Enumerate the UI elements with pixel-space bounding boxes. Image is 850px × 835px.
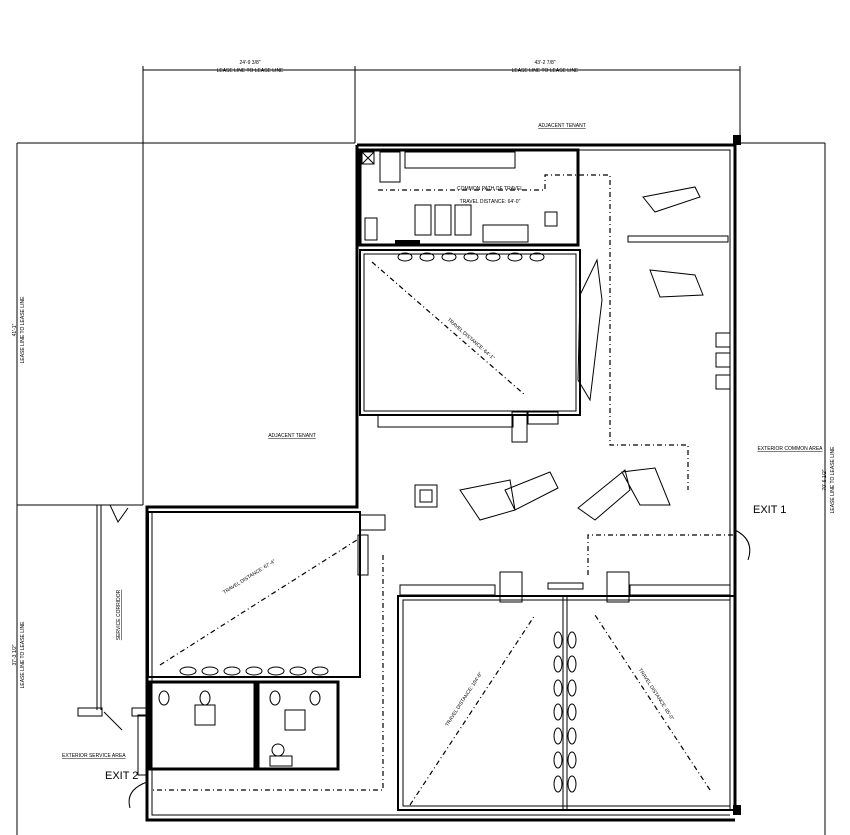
dim-top-right: 43'-2 7/8" <box>534 60 555 66</box>
display-fixtures <box>414 186 731 521</box>
dim-top-right-note: LEASE LINE TO LEASE LINE <box>512 68 579 74</box>
dim-right-note: LEASE LINE TO LEASE LINE <box>830 446 836 513</box>
exit-1-door <box>734 529 751 561</box>
exit-2-label: EXIT 2 <box>105 770 138 782</box>
chair <box>245 666 263 676</box>
dim-left-upper-note: LEASE LINE TO LEASE LINE <box>20 296 26 363</box>
chair <box>463 252 479 262</box>
travel-distance-office: TRAVEL DISTANCE: 64'-0" <box>460 199 521 205</box>
travel-paths <box>150 174 735 806</box>
chair <box>397 252 413 262</box>
chair <box>507 252 523 262</box>
chair <box>567 727 577 745</box>
lower-left-room <box>147 511 386 678</box>
travel-distance-left: TRAVEL DISTANCE: 67'-4" <box>222 558 277 595</box>
chair <box>567 679 577 697</box>
travel-distance-bottom-left: TRAVEL DISTANCE: 104'-8" <box>444 671 484 728</box>
chair <box>553 751 563 769</box>
dim-left-upper: 41'-1" <box>12 323 18 336</box>
chair <box>485 252 501 262</box>
chair <box>553 679 563 697</box>
chair <box>553 655 563 673</box>
chair <box>553 703 563 721</box>
area-adjacent-top: ADJACENT TENANT <box>538 123 586 129</box>
chair <box>441 252 457 262</box>
dim-right: 70'-6 1/2" <box>822 469 828 490</box>
building-walls <box>77 135 741 822</box>
chair <box>289 666 307 676</box>
chair <box>267 666 285 676</box>
chair <box>567 703 577 721</box>
chair <box>553 775 563 793</box>
chair <box>223 666 241 676</box>
area-exterior-common: EXTERIOR COMMON AREA <box>757 446 823 452</box>
chair <box>201 666 219 676</box>
travel-distance-bottom-right: TRAVEL DISTANCE: 85'-0" <box>637 667 675 721</box>
chair <box>567 631 577 649</box>
chair <box>553 727 563 745</box>
dimension-lines <box>16 66 826 835</box>
chair <box>553 631 563 649</box>
office-room <box>358 148 580 247</box>
exit-1-label: EXIT 1 <box>753 504 786 516</box>
chair <box>529 252 545 262</box>
area-service-corridor: SERVICE CORRIDOR <box>116 589 122 640</box>
area-exterior-service: EXTERIOR SERVICE AREA <box>62 753 126 759</box>
chair <box>179 666 197 676</box>
restrooms <box>148 680 340 771</box>
upper-room <box>359 249 603 443</box>
chair <box>567 655 577 673</box>
area-adjacent-left: ADJACENT TENANT <box>268 433 316 439</box>
dim-left-lower-note: LEASE LINE TO LEASE LINE <box>20 621 26 688</box>
chair <box>567 751 577 769</box>
dim-top-left-note: LEASE LINE TO LEASE LINE <box>217 68 284 74</box>
chair <box>311 666 329 676</box>
travel-distance-upper: TRAVEL DISTANCE: 64'-1" <box>446 317 496 362</box>
lower-right-rooms <box>397 571 736 811</box>
chair <box>419 252 435 262</box>
common-path-label: COMMON PATH OF TRAVEL <box>457 186 523 192</box>
exit-2-door <box>128 781 148 809</box>
dim-top-left: 24'-9 3/8" <box>239 60 260 66</box>
dim-left-lower: 37'-3 1/2" <box>12 644 18 665</box>
chair <box>567 775 577 793</box>
